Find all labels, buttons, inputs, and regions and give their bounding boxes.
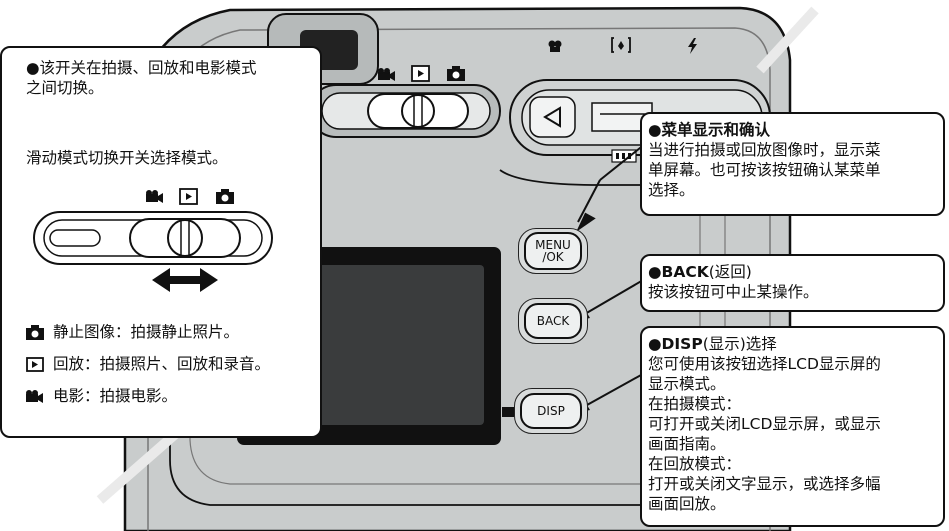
back-callout-title: ●BACK(返回) <box>648 262 943 282</box>
disp-callout-title-rest: (显示)选择 <box>702 335 777 353</box>
disp-callout-line-6: 在回放模式： <box>648 455 742 473</box>
disp-callout-line-7: 打开或关闭文字显示，或选择多幅 <box>648 475 881 493</box>
playback-icon <box>26 357 44 372</box>
disp-label: DISP <box>537 404 565 418</box>
legend-playback-text: 回放：拍摄照片、回放和录音。 <box>52 355 270 373</box>
disp-callout-line-8: 画面回放。 <box>648 495 726 513</box>
legend-movie: 电影：拍摄电影。 <box>26 386 270 406</box>
ok-label: /OK <box>542 250 564 264</box>
legend-still: 静止图像：拍摄静止照片。 <box>26 322 270 342</box>
back-callout-arrow <box>577 275 651 319</box>
movie-icon <box>146 190 163 203</box>
disp-callout-title-bold: ●DISP <box>648 335 703 353</box>
back-label: BACK <box>536 314 570 328</box>
back-button[interactable]: BACK <box>524 303 582 339</box>
mode-switch-heading-line-2: 之间切换。 <box>26 79 104 97</box>
menu-callout-line-3: 选择。 <box>648 181 695 199</box>
mode-switch-instruction: 滑动模式切换开关选择模式。 <box>26 149 228 167</box>
disp-callout-line-3: 在拍摄模式： <box>648 395 742 413</box>
legend-movie-text: 电影：拍摄电影。 <box>52 387 177 405</box>
disp-callout-line-5: 画面指南。 <box>648 435 726 453</box>
flash-icon <box>688 38 697 54</box>
mode-switch-heading-line-1: ●该开关在拍摄、回放和电影模式 <box>26 59 257 77</box>
back-callout-title-bold: ●BACK <box>648 263 709 281</box>
slide-arrow-icon <box>152 268 218 292</box>
disp-callout-arrow <box>577 369 651 411</box>
legend-playback: 回放：拍摄照片、回放和录音。 <box>26 354 270 374</box>
disp-button[interactable]: DISP <box>520 393 582 429</box>
camera-icon <box>216 189 234 204</box>
menu-ok-button[interactable]: MENU /OK <box>524 232 582 270</box>
legend-still-text: 静止图像：拍摄静止照片。 <box>52 323 239 341</box>
disp-callout-line-1: 您可使用该按钮选择LCD显示屏的 <box>648 355 881 373</box>
focus-frame-icon <box>611 37 631 53</box>
disp-callout-title: ●DISP(显示)选择 <box>648 334 943 354</box>
camera-icon <box>447 66 465 81</box>
back-callout-title-rest: (返回) <box>708 263 752 281</box>
mode-switch-diagram <box>33 188 273 292</box>
disp-callout-line-2: 显示模式。 <box>648 375 726 393</box>
menu-callout: ●菜单显示和确认 当进行拍摄或回放图像时，显示菜 单屏幕。也可按该按钮确认某菜单… <box>640 112 945 216</box>
movie-icon <box>26 390 43 403</box>
menu-callout-line-2: 单屏幕。也可按该按钮确认某菜单 <box>648 161 881 179</box>
disp-callout-line-4: 可打开或关闭LCD显示屏，或显示 <box>648 415 881 433</box>
menu-label: MENU <box>535 238 571 252</box>
camera-mode-icons <box>378 65 465 82</box>
body-contour <box>499 169 770 186</box>
back-callout-line-1: 按该按钮可中止某操作。 <box>648 283 819 301</box>
camera-icon <box>26 325 44 340</box>
menu-callout-title: ●菜单显示和确认 <box>648 121 771 139</box>
playback-icon <box>179 188 198 205</box>
menu-callout-line-1: 当进行拍摄或回放图像时，显示菜 <box>648 141 881 159</box>
disp-callout: ●DISP(显示)选择 您可使用该按钮选择LCD显示屏的 显示模式。 在拍摄模式… <box>640 326 945 527</box>
movie-icon <box>378 68 395 81</box>
playback-icon <box>411 65 430 82</box>
macro-icon <box>548 40 562 52</box>
back-callout: ●BACK(返回) 按该按钮可中止某操作。 <box>640 254 945 312</box>
mode-switch-callout: ●该开关在拍摄、回放和电影模式 之间切换。 滑动模式切换开关选择模式。 静止图像… <box>0 46 322 438</box>
